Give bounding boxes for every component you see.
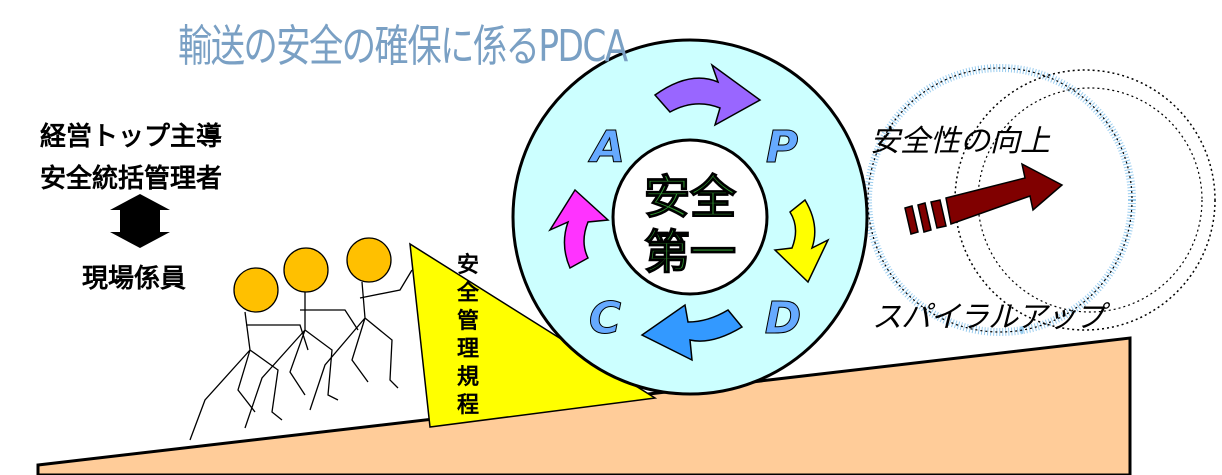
runners	[189, 237, 413, 441]
center-text-2: 第一	[644, 225, 736, 279]
role-field: 現場係員	[82, 264, 187, 294]
letter-a: A	[588, 122, 625, 173]
center-text-1: 安全	[644, 170, 737, 224]
rules-text: 安全管理規程	[456, 252, 480, 418]
runner-head-1	[233, 267, 279, 313]
runner-head-3	[346, 237, 392, 283]
rules-char: 理	[457, 337, 479, 362]
rules-triangle	[409, 242, 658, 428]
improvement-label: 安全性の向上	[870, 124, 1050, 159]
letter-p: P	[766, 122, 798, 173]
rules-char: 管	[457, 308, 479, 334]
runner-head-2	[283, 247, 329, 293]
spiral-label: スパイラルアップ	[872, 300, 1105, 335]
act-arrow	[548, 188, 610, 270]
rules-char: 安	[457, 252, 479, 278]
letter-c: C	[589, 293, 621, 344]
rules-char: 程	[457, 393, 479, 418]
svg-text:安全管理規程: 安全管理規程	[456, 252, 480, 418]
page-title: 輸送の安全の確保に係るPDCA	[178, 21, 628, 72]
check-arrow	[640, 303, 744, 362]
improvement-arrow	[904, 162, 1064, 235]
hierarchy-arrow	[110, 194, 170, 248]
letter-d: D	[765, 293, 802, 344]
rules-char: 全	[456, 280, 480, 306]
role-manager: 安全統括管理者	[40, 164, 223, 194]
rules-char: 規	[457, 365, 479, 390]
role-top: 経営トップ主導	[40, 122, 223, 152]
plan-arrow	[653, 62, 762, 127]
wheel-inner	[611, 138, 769, 296]
do-arrow	[773, 198, 830, 284]
